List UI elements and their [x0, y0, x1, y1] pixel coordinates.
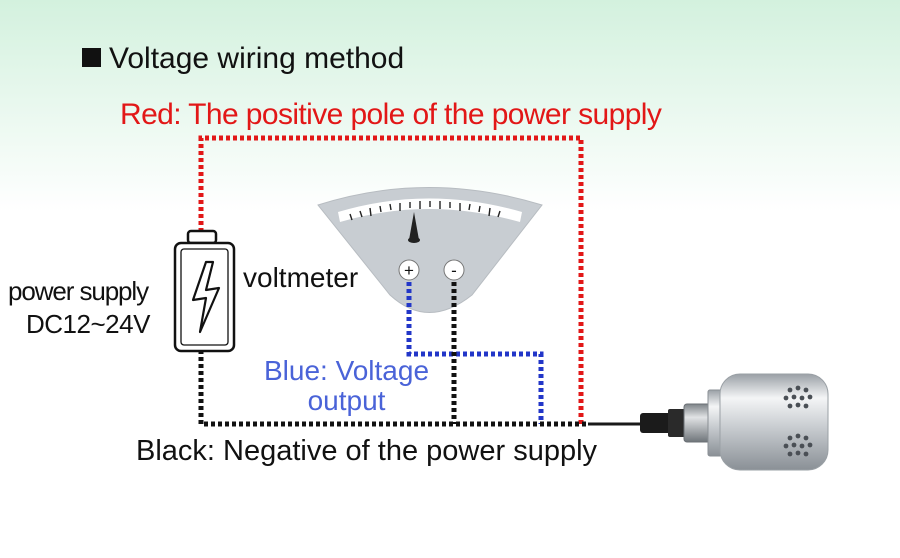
lightning-icon [191, 260, 221, 334]
battery-icon [173, 229, 236, 353]
voltmeter-minus-terminal: - [451, 261, 457, 280]
meter-icon [317, 187, 543, 313]
voltmeter: + - [317, 187, 543, 313]
red-wire [198, 135, 584, 424]
bullet-square-icon [82, 48, 101, 67]
title-text: Voltage wiring method [109, 42, 405, 75]
black-wire-label: Black: Negative of the power supply [136, 435, 598, 467]
red-wire-label: Red: The positive pole of the power supp… [120, 98, 662, 131]
sensor-icon [588, 373, 829, 471]
blue-label-line1: Blue: Voltage [264, 355, 430, 386]
power-supply-spec: DC12~24V [26, 309, 150, 339]
blue-wire-label: Blue: Voltage output [264, 356, 429, 416]
power-supply-label: power supply [8, 276, 149, 306]
voltmeter-plus-terminal: + [404, 261, 414, 280]
page-title: Voltage wiring method [82, 42, 404, 76]
black-wire [198, 282, 588, 427]
voltmeter-label: voltmeter [243, 262, 359, 293]
blue-wire [406, 282, 544, 424]
blue-label-line2: output [307, 385, 386, 416]
